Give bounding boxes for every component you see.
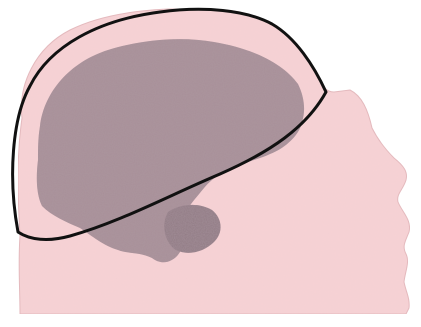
head-section-illustration	[0, 0, 421, 327]
